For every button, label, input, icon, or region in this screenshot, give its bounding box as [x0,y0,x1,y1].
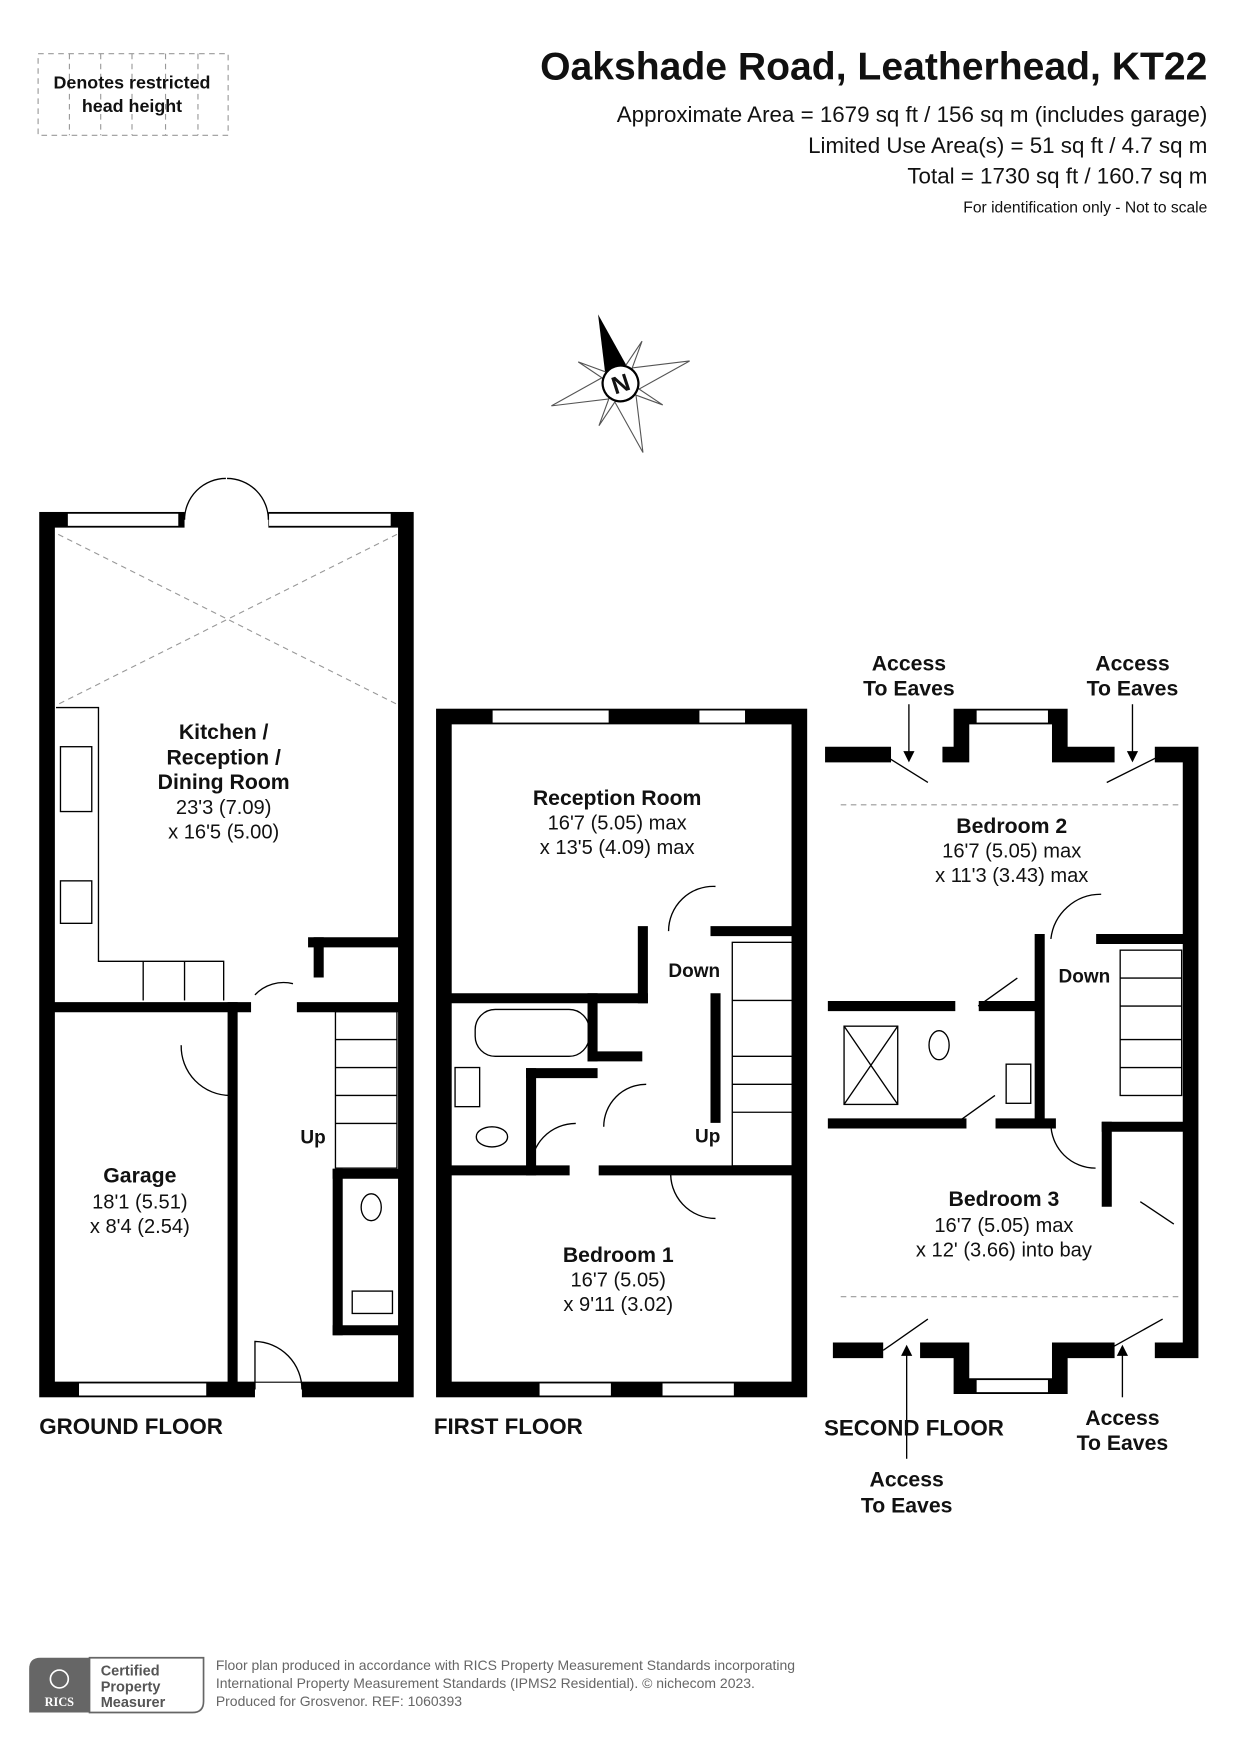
room-dimension: x 16'5 (5.00) [168,821,279,843]
first-floor-plan: Reception Room 16'7 (5.05) max x 13'5 (4… [436,708,808,1398]
room-name: Kitchen / [179,721,269,744]
room-dimension: x 11'3 (3.43) max [935,865,1088,887]
page-title: Oakshade Road, Leatherhead, KT22 [540,45,1207,88]
eaves-label: Access [1095,653,1169,676]
eaves-label: Access [870,1469,944,1492]
stairs-label: Down [1059,967,1111,988]
approx-area: Approximate Area = 1679 sq ft / 156 sq m… [617,102,1208,127]
badge-line: Property [101,1679,161,1695]
stairs-label: Down [668,961,720,982]
eaves-label: To Eaves [1087,677,1179,700]
room-dimension: x 13'5 (4.09) max [540,837,695,859]
floor-label: GROUND FLOOR [39,1414,223,1439]
footer-text: International Property Measurement Stand… [216,1675,755,1691]
legend-text: Denotes restricted [54,72,211,92]
eaves-label: To Eaves [861,1494,953,1517]
limited-use-area: Limited Use Area(s) = 51 sq ft / 4.7 sq … [808,133,1207,158]
room-dimension: 23'3 (7.09) [176,797,272,819]
disclaimer: For identification only - Not to scale [963,199,1207,216]
room-name: Bedroom 3 [948,1188,1059,1211]
footer-text: Produced for Grosvenor. REF: 1060393 [216,1693,462,1709]
room-name: Reception / [166,747,280,770]
room-name: Dining Room [158,771,290,794]
room-dimension: 18'1 (5.51) [92,1191,188,1213]
room-name: Garage [103,1165,176,1188]
room-name: Bedroom 2 [956,815,1067,838]
room-dimension: x 12' (3.66) into bay [916,1239,1093,1261]
total-area: Total = 1730 sq ft / 160.7 sq m [907,163,1207,188]
room-dimension: x 9'11 (3.02) [563,1294,673,1316]
stairs-label: Up [300,1128,325,1149]
room-dimension: 16'7 (5.05) max [934,1215,1073,1237]
rics-badge: RICS Certified Property Measurer [29,1656,205,1714]
ground-floor-plan: Kitchen / Reception / Dining Room 23'3 (… [39,477,414,1399]
legend-text: head height [82,96,182,116]
room-name: Bedroom 1 [563,1244,674,1267]
restricted-head-height-legend: Denotes restricted head height [37,53,229,136]
room-dimension: x 8'4 (2.54) [90,1216,190,1238]
north-arrow-compass-icon: N [551,314,690,453]
rics-logo-text: RICS [45,1695,75,1709]
badge-line: Measurer [101,1695,166,1711]
room-dimension: 16'7 (5.05) max [942,840,1081,862]
stairs-label: Up [695,1126,720,1147]
eaves-label: Access [1085,1407,1159,1430]
eaves-label: To Eaves [1077,1432,1169,1455]
floor-label: SECOND FLOOR [824,1415,1004,1440]
rics-lion-logo-icon [49,1669,70,1689]
room-dimension: 16'7 (5.05) [571,1270,667,1292]
floor-label: FIRST FLOOR [434,1414,583,1439]
room-dimension: 16'7 (5.05) max [548,812,687,834]
badge-line: Certified [101,1664,160,1680]
eaves-label: Access [872,653,946,676]
second-floor-plan: Bedroom 2 16'7 (5.05) max x 11'3 (3.43) … [825,653,1199,1517]
eaves-label: To Eaves [863,677,955,700]
footer-text: Floor plan produced in accordance with R… [216,1657,795,1673]
room-name: Reception Room [533,787,702,810]
